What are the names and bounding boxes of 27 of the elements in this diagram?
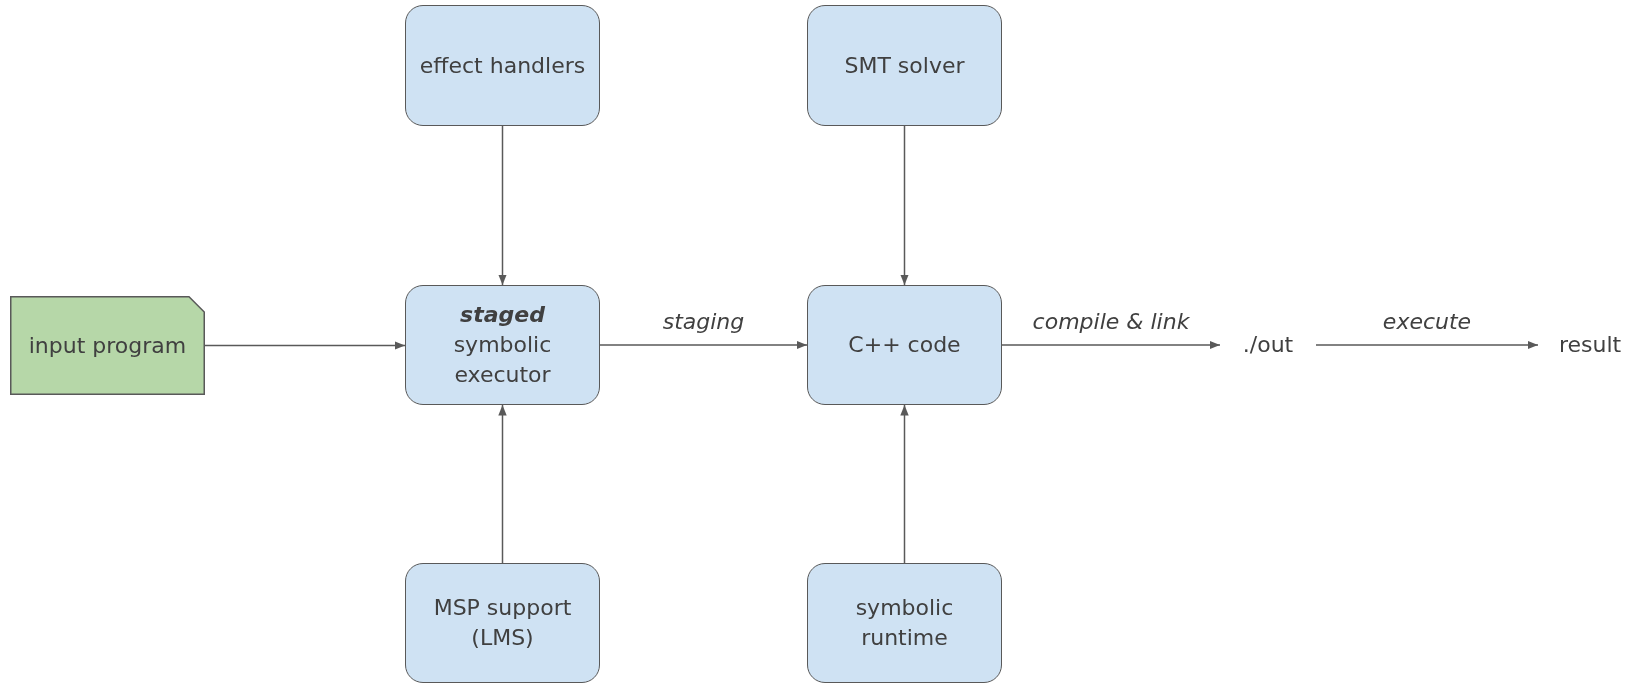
arrow [204,341,406,350]
document-shape [10,296,205,395]
arrow [498,404,507,564]
node-text: input program [28,331,187,360]
node-text: SMT solver [844,51,965,80]
node-text: ./out [1242,331,1294,359]
node-text: staged symbolic executor [452,301,553,389]
process-box [807,285,1002,405]
process-box [405,563,600,683]
arrow [900,125,909,286]
node-text: MSP support (LMS) [432,594,573,652]
process-box [405,285,600,405]
node-text: result [1558,331,1622,359]
node-text: C++ code [848,331,961,359]
edge-label: staging [662,311,745,333]
arrow [1001,340,1221,350]
process-box [807,563,1002,683]
node-text: effect handlers [419,51,586,80]
arrow [900,404,909,564]
process-box [807,5,1002,126]
edge-label: execute [1382,311,1472,333]
arrow [599,340,808,350]
node-text: symbolic runtime [854,594,955,652]
edge-label: compile & link [1032,311,1190,333]
process-box [405,5,600,126]
arrow [1315,340,1539,350]
arrow [498,125,507,286]
